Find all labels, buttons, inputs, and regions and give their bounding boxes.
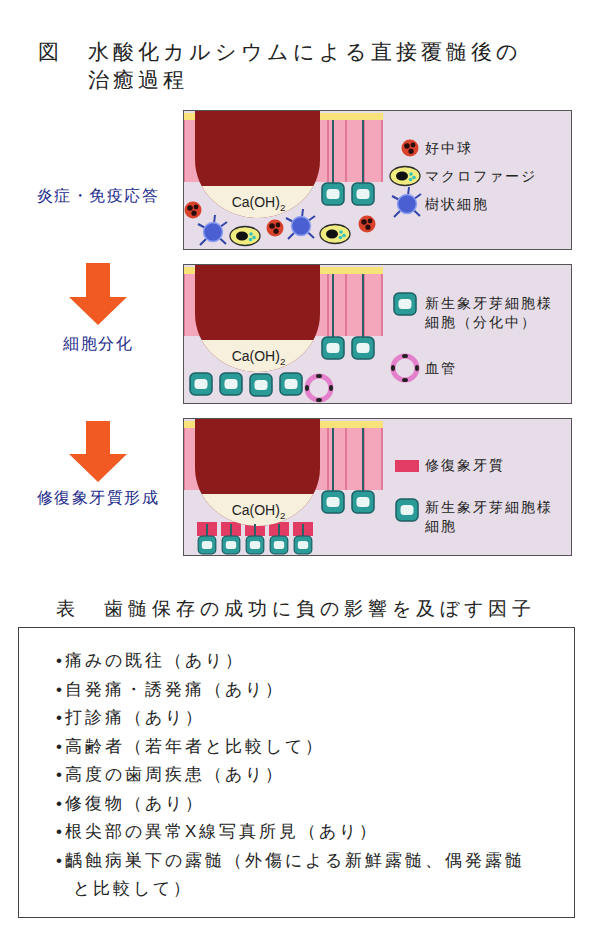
- differentiating-cell: [190, 373, 212, 395]
- stage-label: 細胞分化: [15, 334, 181, 354]
- neutrophil: [359, 216, 376, 233]
- panel-illustration: [183, 418, 572, 556]
- new-odontoblast: [270, 536, 288, 554]
- panel-illustration: [183, 110, 572, 250]
- odontoblast: [352, 491, 374, 513]
- legend-icon: [391, 354, 419, 382]
- differentiating-cell: [250, 374, 272, 396]
- stage-label: 細胞分化: [15, 328, 181, 418]
- material-label: Ca(OH)2: [196, 348, 321, 370]
- stage-label: 修復象牙質形成: [15, 485, 181, 525]
- odontoblast: [322, 337, 344, 359]
- odontoblast: [322, 183, 344, 205]
- legend-text: 樹状細胞: [425, 195, 565, 214]
- panel-ground: [183, 418, 572, 556]
- table-row: •根尖部の異常X線写真所見（あり）: [56, 818, 544, 847]
- stage-label: 修復象牙質形成: [15, 488, 181, 508]
- legend-icon: [390, 167, 420, 186]
- stage-panel: Ca(OH)2: [183, 418, 572, 556]
- legend-swatch: [395, 460, 419, 472]
- legend-text: マクロファージ: [425, 167, 565, 186]
- panel-ground: [183, 110, 572, 250]
- neutrophil: [185, 202, 202, 219]
- legend-text: 修復象牙質: [425, 456, 565, 475]
- table-row: •高度の歯周疾患（あり）: [56, 761, 544, 790]
- differentiating-cell: [280, 373, 302, 395]
- stage-arrow: [69, 263, 127, 325]
- table-row: •痛みの既往（あり）: [56, 647, 544, 676]
- table-row: •齲蝕病巣下の露髄（外傷による新鮮露髄、偶発露髄と比較して）: [56, 847, 544, 904]
- table-row: •自発痛・誘発痛（あり）: [56, 676, 544, 705]
- stage-arrow: [69, 421, 127, 482]
- material-label: Ca(OH)2: [196, 502, 321, 524]
- macrophage: [230, 227, 260, 246]
- legend-icon: [402, 140, 419, 157]
- table-heading: 表 歯髄保存の成功に負の影響を及ぼす因子: [56, 597, 536, 621]
- odontoblast-process: [333, 120, 363, 183]
- stage-label: 炎症・免疫応答: [15, 186, 181, 206]
- pulp-cap: [195, 418, 320, 526]
- panel-ground: [183, 264, 572, 404]
- factor-table: 表 歯髄保存の成功に負の影響を及ぼす因子•痛みの既往（あり）•自発痛・誘発痛（あ…: [18, 627, 575, 918]
- table-row: •修復物（あり）: [56, 790, 544, 819]
- panel-illustration: [183, 264, 572, 404]
- stage-panel: Ca(OH)2: [183, 264, 572, 404]
- dendritic-cell: [198, 215, 227, 245]
- legend-text: 新生象牙芽細胞様細胞: [425, 498, 565, 536]
- odontoblast: [352, 183, 374, 205]
- legend-text: 好中球: [425, 139, 565, 158]
- table-row: •打診痛（あり）: [56, 704, 544, 733]
- legend-icon: [394, 293, 416, 315]
- legend-text: 新生象牙芽細胞様細胞（分化中）: [425, 294, 565, 332]
- stage-label: 炎症・免疫応答: [15, 180, 181, 260]
- figure-title: 図 水酸化カルシウムによる直接覆髄後の治癒過程: [38, 38, 533, 94]
- neutrophil: [267, 220, 284, 237]
- new-odontoblast: [198, 536, 216, 554]
- pulp-cap: [195, 264, 320, 372]
- differentiating-cell: [220, 373, 242, 395]
- pulp-cap: [195, 110, 320, 218]
- odontoblast-process: [207, 524, 303, 536]
- reparative-dentin: [197, 522, 313, 536]
- dendritic-cell: [286, 209, 315, 239]
- new-odontoblast: [246, 536, 264, 554]
- odontoblast: [352, 337, 374, 359]
- legend-text: 血管: [425, 359, 565, 378]
- odontoblast: [322, 491, 344, 513]
- table-row: •高齢者（若年者と比較して）: [56, 733, 544, 762]
- odontoblast-process: [333, 274, 363, 337]
- new-odontoblast: [222, 536, 240, 554]
- legend-icon: [392, 187, 421, 217]
- legend-icon: [396, 499, 418, 521]
- odontoblast-process: [333, 428, 363, 491]
- material-label: Ca(OH)2: [196, 194, 321, 216]
- capping-material: [183, 494, 333, 534]
- macrophage: [320, 225, 350, 244]
- new-odontoblast: [294, 536, 312, 554]
- blood-vessel: [305, 374, 333, 402]
